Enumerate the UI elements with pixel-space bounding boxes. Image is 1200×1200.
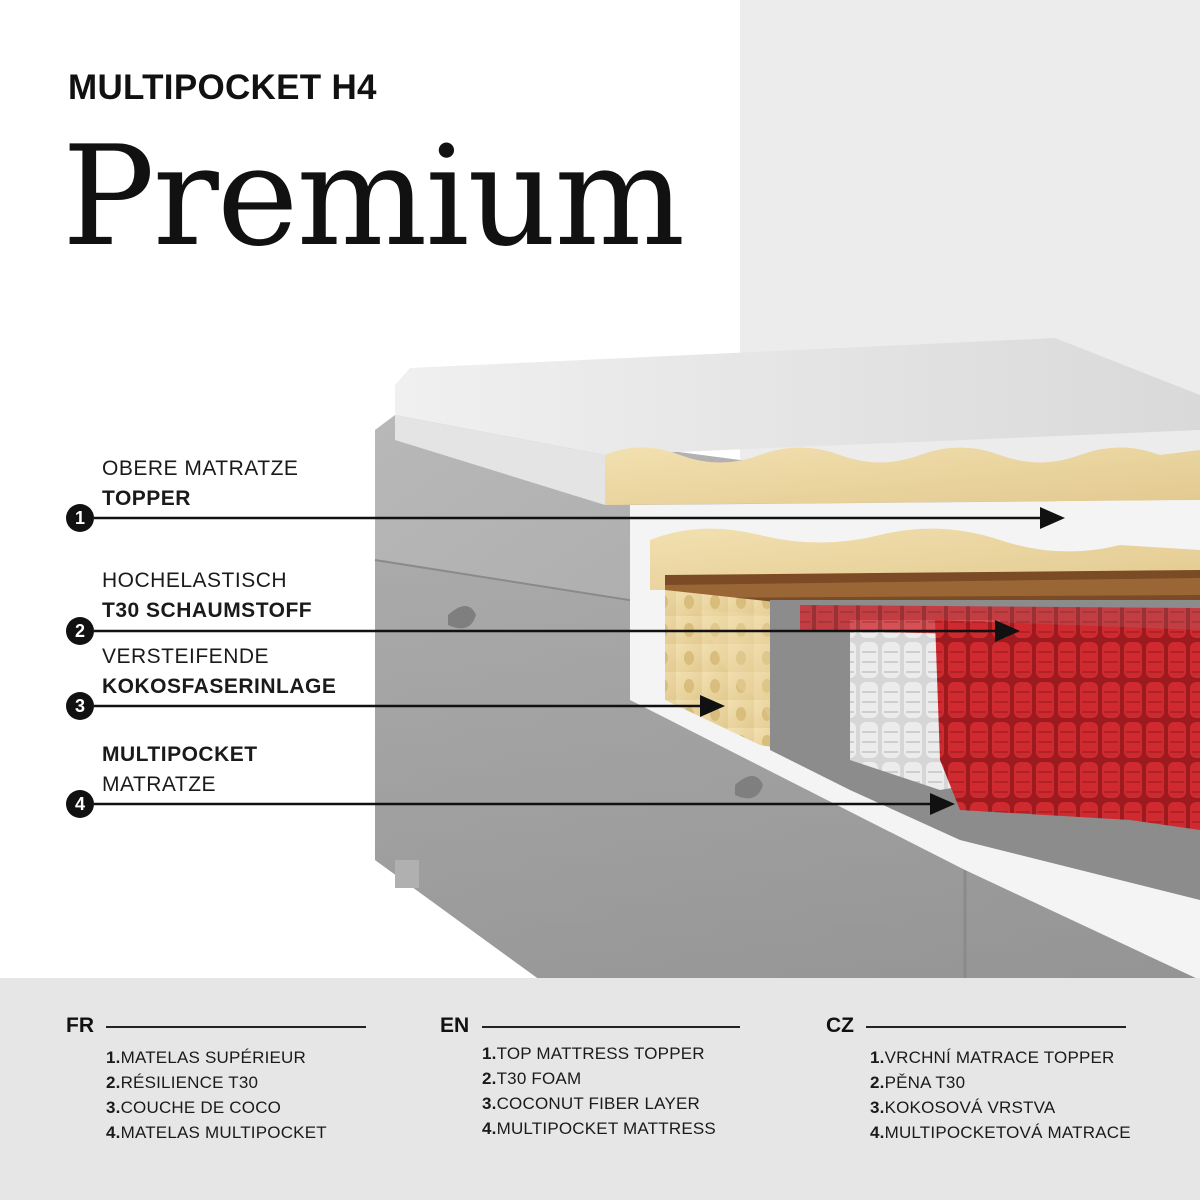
list-item: 3.KOKOSOVÁ VRSTVA — [870, 1098, 1056, 1117]
lang-code-fr: FR — [66, 1014, 94, 1037]
callout-2: HOCHELASTISCH T30 SCHAUMSTOFF — [102, 566, 312, 626]
callout-4-number-badge: 4 — [66, 790, 94, 818]
divider-cz — [866, 1026, 1126, 1028]
list-en: 1.TOP MATTRESS TOPPER 2.T30 FOAM 3.COCON… — [482, 1041, 716, 1141]
divider-fr — [106, 1026, 366, 1028]
callout-1-line2: TOPPER — [102, 487, 191, 510]
list-item: 3.COUCHE DE COCO — [106, 1098, 282, 1117]
list-item: 4.MULTIPOCKETOVÁ MATRACE — [870, 1123, 1131, 1142]
callout-2-line2: T30 SCHAUMSTOFF — [102, 599, 313, 622]
callout-2-number-badge: 2 — [66, 617, 94, 645]
callout-4-line1: MULTIPOCKET — [102, 743, 258, 766]
callout-arrows — [94, 507, 1065, 815]
callout-1-line1: OBERE MATRATZE — [102, 457, 299, 480]
list-item: 1.MATELAS SUPÉRIEUR — [106, 1048, 306, 1067]
callout-3-number-badge: 3 — [66, 692, 94, 720]
callout-3: VERSTEIFENDE KOKOSFASERINLAGE — [102, 642, 336, 702]
list-item: 3.COCONUT FIBER LAYER — [482, 1094, 701, 1113]
lang-code-cz: CZ — [826, 1014, 854, 1037]
list-item: 1.TOP MATTRESS TOPPER — [482, 1044, 705, 1063]
callout-2-line1: HOCHELASTISCH — [102, 569, 288, 592]
callout-3-line2: KOKOSFASERINLAGE — [102, 675, 337, 698]
callout-4: MULTIPOCKET MATRATZE — [102, 740, 258, 800]
callout-4-line2: MATRATZE — [102, 773, 217, 796]
mattress-cutaway — [630, 500, 1200, 980]
topper-layer — [395, 338, 1200, 505]
list-item: 4.MATELAS MULTIPOCKET — [106, 1123, 327, 1142]
list-item: 2.RÉSILIENCE T30 — [106, 1073, 259, 1092]
callout-1-number-badge: 1 — [66, 504, 94, 532]
translations-panel — [0, 978, 1200, 1200]
mattress-illustration — [94, 338, 1200, 980]
list-item: 1.VRCHNÍ MATRACE TOPPER — [870, 1048, 1115, 1067]
product-subtitle: MULTIPOCKET H4 — [68, 68, 377, 107]
list-cz: 1.VRCHNÍ MATRACE TOPPER 2.PĚNA T30 3.KOK… — [870, 1045, 1131, 1145]
callout-3-line1: VERSTEIFENDE — [102, 645, 270, 668]
callout-1: OBERE MATRATZE TOPPER — [102, 454, 298, 514]
list-item: 4.MULTIPOCKET MATTRESS — [482, 1119, 716, 1138]
lang-code-en: EN — [440, 1014, 470, 1037]
product-title: Premium — [62, 116, 685, 277]
list-item: 2.T30 FOAM — [482, 1069, 582, 1088]
divider-en — [482, 1026, 740, 1028]
list-item: 2.PĚNA T30 — [870, 1073, 966, 1092]
list-fr: 1.MATELAS SUPÉRIEUR 2.RÉSILIENCE T30 3.C… — [106, 1045, 327, 1145]
